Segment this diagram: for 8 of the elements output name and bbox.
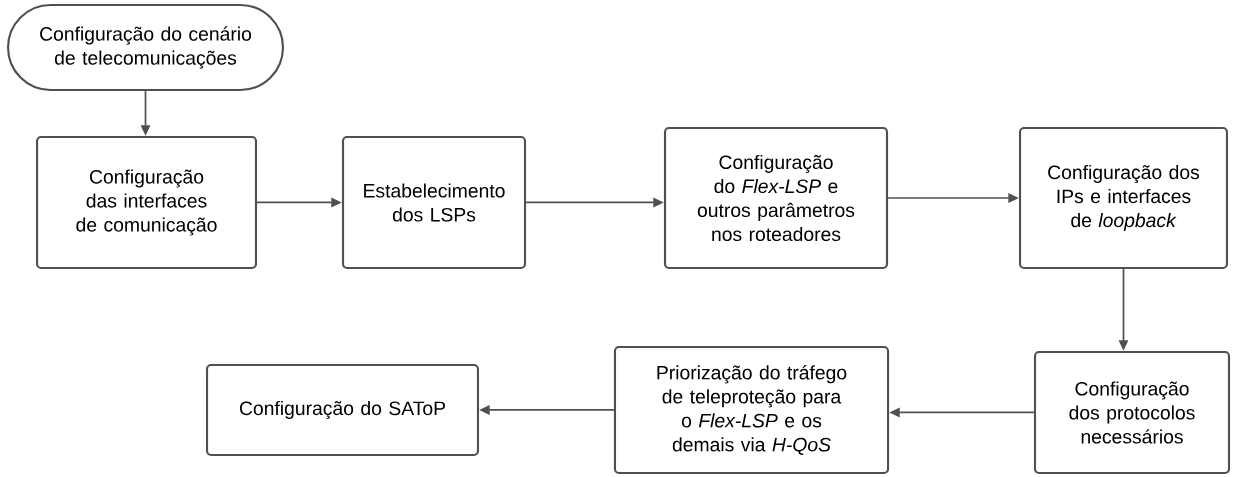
process-box: Configuração dos protocolos necessários (1033, 350, 1231, 475)
process-box: Configuração do Flex-LSP e outros parâmetros nos roteadores (663, 126, 889, 270)
process-box: Priorização do tráfego de teleproteção para o Flex-LSP e os demais via H-QoS (613, 345, 890, 475)
start-terminal: Configuração do cenário de telecomunicações (7, 3, 285, 92)
process-box: Configuração do SAToP (205, 363, 480, 457)
process-box: Estabelecimento dos LSPs (341, 135, 527, 270)
process-box: Configuração das interfaces de comunicação (36, 135, 258, 270)
process-box: Configuração dos IPs e interfaces de loopback (1018, 126, 1229, 270)
